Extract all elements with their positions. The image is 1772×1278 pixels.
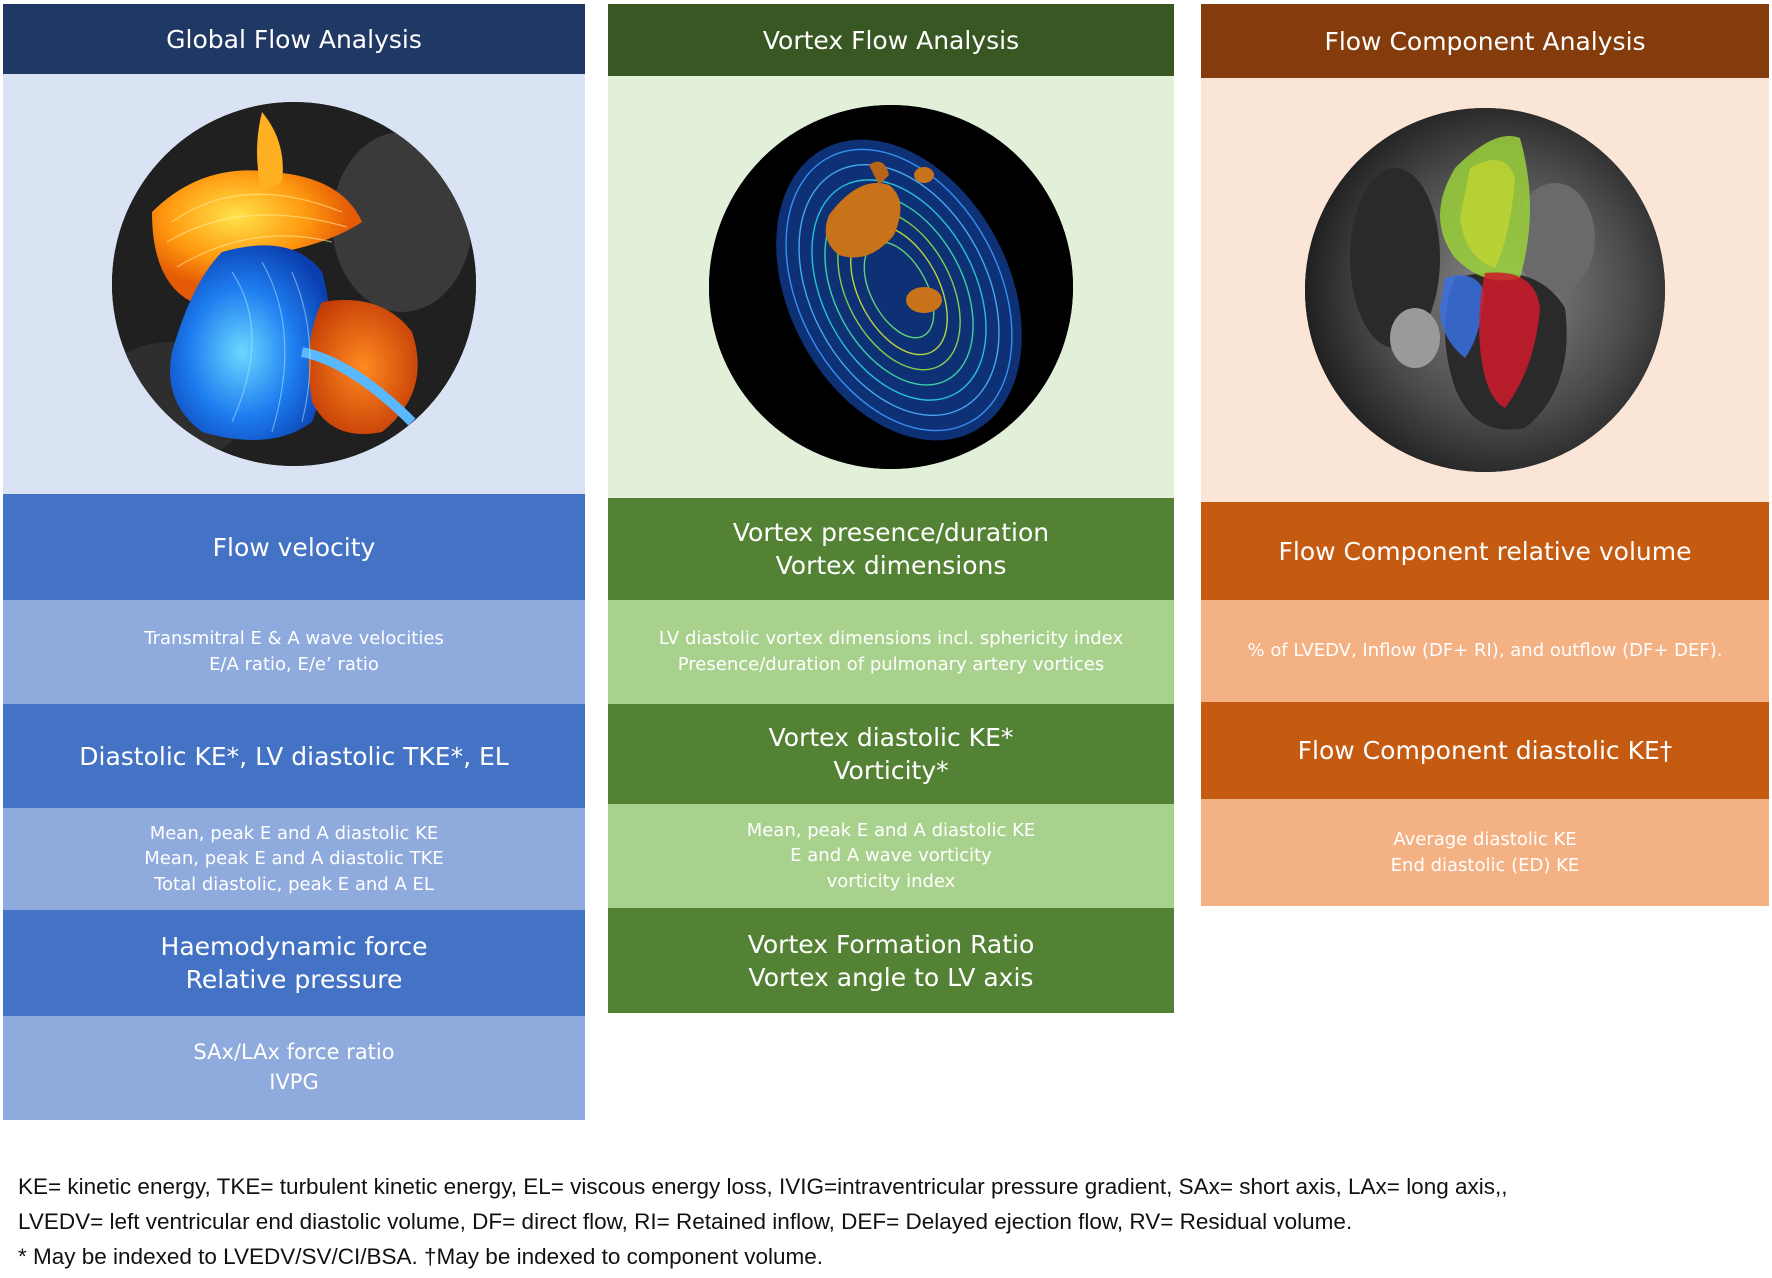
4d-flow-global-image <box>112 102 476 466</box>
block-text-line: Flow Component diastolic KE† <box>1297 736 1673 765</box>
block-text-line: Diastolic KE*, LV diastolic TKE*, EL <box>79 741 509 771</box>
block-text-line: Mean, peak E and A diastolic TKE <box>144 848 444 870</box>
vortex-block-1: LV diastolic vortex dimensions incl. sph… <box>608 600 1174 704</box>
global-block-2: Diastolic KE*, LV diastolic TKE*, EL <box>3 704 585 808</box>
vortex-flow-column: Vortex Flow Analysis <box>608 4 1174 1013</box>
block-text-line: Vortex dimensions <box>775 551 1007 580</box>
block-text-line: % of LVEDV, Inflow (DF+ RI), and outflow… <box>1247 640 1723 662</box>
4d-flow-vortex-image <box>709 105 1073 469</box>
block-text-line: Vortex diastolic KE* <box>768 723 1014 752</box>
block-text-line: Relative pressure <box>185 965 403 994</box>
block-text-line: Vortex presence/duration <box>732 518 1050 547</box>
component-block-0: Flow Component relative volume <box>1201 502 1769 600</box>
block-text-line: Flow velocity <box>212 532 376 562</box>
global-block-3: Mean, peak E and A diastolic KE Mean, pe… <box>3 808 585 910</box>
vortex-block-3: Mean, peak E and A diastolic KE E and A … <box>608 804 1174 908</box>
vortex-block-0: Vortex presence/duration Vortex dimensio… <box>608 498 1174 600</box>
global-block-0: Flow velocity <box>3 494 585 600</box>
block-text-line: E and A wave vorticity <box>790 845 992 867</box>
component-block-3: Average diastolic KE End diastolic (ED) … <box>1201 799 1769 906</box>
image-panel <box>3 74 585 494</box>
block-text-line: E/A ratio, E/e’ ratio <box>209 654 379 675</box>
footnote-line: LVEDV= left ventricular end diastolic vo… <box>18 1208 1353 1234</box>
footnote-line: KE= kinetic energy, TKE= turbulent kinet… <box>18 1174 1508 1199</box>
vortex-block-4: Vortex Formation Ratio Vortex angle to L… <box>608 908 1174 1013</box>
global-flow-column: Global Flow Analysis <box>3 4 585 1120</box>
block-text-line: Transmitral E & A wave velocities <box>144 628 444 650</box>
block-text-line: Vortex angle to LV axis <box>748 962 1034 992</box>
block-text-line: End diastolic (ED) KE <box>1390 854 1580 876</box>
block-text-line: IVPG <box>269 1070 319 1094</box>
block-text-line: Mean, peak E and A diastolic KE <box>149 822 439 844</box>
flow-component-column: Flow Component Analysis <box>1201 4 1769 906</box>
block-text-line: Presence/duration of pulmonary artery vo… <box>677 654 1105 675</box>
block-text-line: Haemodynamic force <box>160 932 428 961</box>
block-text-line: Flow Component relative volume <box>1278 536 1692 566</box>
block-text-line: Mean, peak E and A diastolic KE <box>746 819 1036 841</box>
image-panel <box>1201 78 1769 502</box>
global-block-5: SAx/LAx force ratio IVPG <box>3 1016 585 1120</box>
block-text-line: Total diastolic, peak E and A EL <box>154 873 434 895</box>
global-block-1: Transmitral E & A wave velocities E/A ra… <box>3 600 585 704</box>
block-text-line: SAx/LAx force ratio <box>193 1040 395 1065</box>
component-block-2: Flow Component diastolic KE† <box>1201 702 1769 799</box>
block-text-line: LV diastolic vortex dimensions incl. sph… <box>658 628 1124 650</box>
footnote: KE= kinetic energy, TKE= turbulent kinet… <box>18 1170 1763 1275</box>
4d-flow-component-image <box>1305 108 1665 472</box>
block-text-line: Vortex Formation Ratio <box>747 929 1035 959</box>
image-panel <box>608 76 1174 498</box>
footnote-line: * May be indexed to LVEDV/SV/CI/BSA. †Ma… <box>18 1243 824 1269</box>
block-text-line: vorticity index <box>826 870 956 892</box>
column-header: Global Flow Analysis <box>3 4 585 74</box>
column-header: Vortex Flow Analysis <box>608 4 1174 76</box>
block-text-line: Average diastolic KE <box>1393 828 1577 850</box>
vortex-block-2: Vortex diastolic KE* Vorticity* <box>608 704 1174 804</box>
column-header: Flow Component Analysis <box>1201 4 1769 78</box>
component-block-1: % of LVEDV, Inflow (DF+ RI), and outflow… <box>1201 600 1769 702</box>
block-text-line: Vorticity* <box>833 756 949 785</box>
global-block-4: Haemodynamic force Relative pressure <box>3 910 585 1016</box>
